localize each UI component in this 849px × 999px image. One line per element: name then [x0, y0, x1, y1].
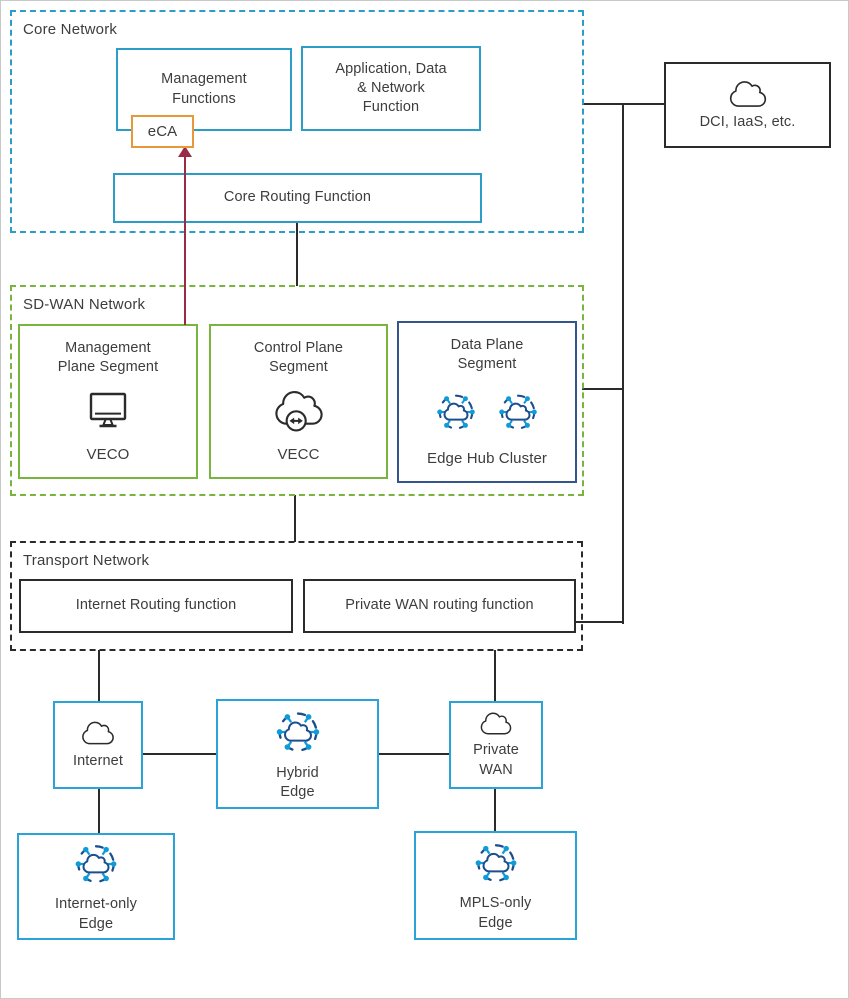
connector-transport-to-privatewan	[494, 650, 496, 702]
veco-label: VECO	[86, 446, 130, 464]
connector-internet-to-internetedge	[98, 788, 100, 834]
cloud-icon	[76, 719, 120, 747]
private-wan-routing-function-label: Private WAN routing function	[345, 597, 534, 614]
connector-core-to-sdwan	[296, 223, 298, 286]
transport-network-label: Transport Network	[23, 552, 150, 569]
sdwan-network-group: SD-WAN Network	[10, 285, 584, 496]
edge-node-icon	[433, 389, 479, 435]
management-functions-label: Management Functions	[161, 71, 247, 107]
internet-routing-function-box: Internet Routing function	[19, 579, 293, 633]
private-wan-box: Private WAN	[449, 701, 543, 789]
core-routing-function-box: Core Routing Function	[113, 173, 482, 223]
control-plane-title: Control Plane Segment	[253, 340, 344, 376]
internet-box: Internet	[53, 701, 143, 789]
hybrid-edge-label: Hybrid Edge	[276, 764, 319, 800]
cloud-icon	[724, 78, 772, 110]
connector-internet-to-hybrid	[142, 753, 217, 755]
internet-only-edge-label: Internet-only Edge	[55, 896, 137, 932]
management-functions-box: Management Functions	[116, 48, 292, 131]
monitor-icon	[85, 391, 131, 431]
edge-node-icon	[71, 839, 121, 889]
edge-hub-icons	[433, 389, 541, 435]
vecc-label: VECC	[277, 446, 320, 464]
connector-transport-to-internet	[98, 650, 100, 702]
cloud-icon	[475, 710, 517, 737]
arrow-veco-to-eca-head	[178, 146, 192, 157]
application-data-network-label: Application, Data & Network Function	[335, 60, 447, 116]
eca-box: eCA	[131, 115, 194, 148]
connector-privatewan-to-mplsedge	[494, 788, 496, 832]
connector-sdwan-to-transport	[294, 495, 296, 542]
connector-sdwan-to-vertical	[582, 388, 624, 390]
edge-node-icon	[495, 389, 541, 435]
eca-label: eCA	[147, 122, 178, 140]
application-data-network-box: Application, Data & Network Function	[301, 46, 481, 131]
arrow-veco-to-eca	[184, 156, 186, 325]
management-plane-segment-box: Management Plane Segment VECO	[18, 324, 198, 479]
mpls-only-edge-box: MPLS-only Edge	[414, 831, 577, 940]
sdwan-network-label: SD-WAN Network	[23, 296, 146, 313]
connector-right-vertical	[622, 103, 624, 624]
hybrid-edge-box: Hybrid Edge	[216, 699, 379, 809]
core-network-label: Core Network	[23, 21, 118, 38]
transport-network-group: Transport Network	[10, 541, 583, 651]
connector-hybrid-to-privatewan	[378, 753, 450, 755]
core-routing-function-label: Core Routing Function	[223, 189, 372, 206]
edge-node-icon	[471, 838, 521, 888]
core-network-group: Core Network	[10, 10, 584, 233]
connector-transport-to-vertical	[576, 621, 624, 623]
internet-label: Internet	[73, 752, 123, 769]
data-plane-segment-box: Data Plane Segment	[397, 321, 577, 483]
dci-iaas-box: DCI, IaaS, etc.	[664, 62, 831, 148]
internet-only-edge-box: Internet-only Edge	[17, 833, 175, 940]
dci-iaas-label: DCI, IaaS, etc.	[699, 113, 796, 130]
management-plane-title: Management Plane Segment	[57, 340, 159, 376]
private-wan-routing-function-box: Private WAN routing function	[303, 579, 576, 633]
cloud-gateway-icon	[270, 387, 328, 435]
edge-node-icon	[272, 706, 324, 758]
private-wan-label: Private WAN	[473, 742, 519, 778]
mpls-only-edge-label: MPLS-only Edge	[459, 895, 532, 931]
control-plane-segment-box: Control Plane Segment VECC	[209, 324, 388, 479]
internet-routing-function-label: Internet Routing function	[75, 597, 237, 614]
data-plane-title: Data Plane Segment	[450, 337, 524, 373]
edge-hub-cluster-label: Edge Hub Cluster	[427, 450, 547, 468]
